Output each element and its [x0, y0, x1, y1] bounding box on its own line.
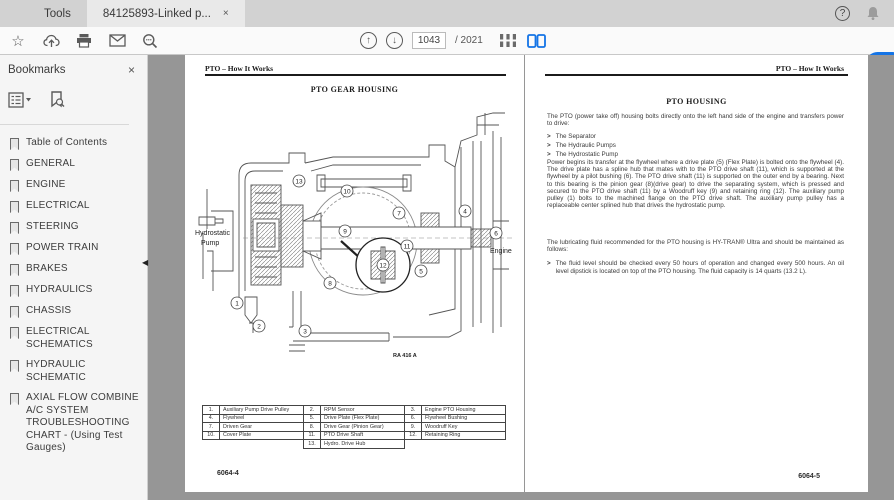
page-number: 6064-5 — [798, 473, 820, 480]
svg-text:6: 6 — [494, 231, 498, 238]
bookmarks-title: Bookmarks — [8, 64, 66, 76]
bookmark-icon — [10, 393, 19, 405]
bookmark-icon — [10, 306, 19, 318]
label-engine: Engine — [490, 248, 512, 255]
tab-bar: Tools 84125893-Linked p... × ? — [0, 0, 894, 27]
bookmark-icon — [10, 138, 19, 150]
running-header: PTO – How It Works — [205, 64, 273, 73]
paragraph: The lubricating fluid recommended for th… — [547, 239, 844, 253]
tab-close-icon[interactable]: × — [223, 8, 229, 19]
svg-text:13: 13 — [295, 179, 303, 186]
paragraph: Power begins its transfer at the flywhee… — [547, 159, 844, 209]
scroll-view-icon[interactable] — [498, 31, 518, 51]
bookmarks-panel: Bookmarks × Table of Contents GENERAL — [0, 55, 148, 500]
page-number: 6064-4 — [217, 470, 239, 477]
table-row: 4. Flywheel 5. Drive Plate (Flex Plate) … — [203, 414, 506, 423]
tab-tools-label: Tools — [44, 8, 71, 20]
share-icon[interactable] — [41, 31, 61, 51]
bookmark-item[interactable]: AXIAL FLOW COMBINE A/C SYSTEM TROUBLESHO… — [8, 388, 143, 459]
page-down-icon[interactable]: ↓ — [386, 32, 403, 49]
tab-document-label: 84125893-Linked p... — [103, 8, 211, 20]
bookmark-icon — [10, 264, 19, 276]
bullet-list: > The Separator > The Hydraulic Pumps > … — [547, 132, 844, 158]
search-icon[interactable] — [140, 31, 160, 51]
two-page-view-icon[interactable] — [527, 31, 547, 51]
bookmark-item[interactable]: ENGINE — [8, 175, 143, 196]
header-rule — [545, 74, 848, 76]
svg-text:7: 7 — [397, 211, 401, 218]
bookmark-icon — [10, 222, 19, 234]
page-total-label: / 2021 — [455, 35, 483, 46]
star-icon[interactable]: ☆ — [8, 31, 28, 51]
svg-text:5: 5 — [419, 269, 423, 276]
svg-text:9: 9 — [343, 229, 347, 236]
print-icon[interactable] — [74, 31, 94, 51]
page-up-icon[interactable]: ↑ — [360, 32, 377, 49]
bookmark-item[interactable]: BRAKES — [8, 259, 143, 280]
bookmark-icon — [10, 327, 19, 339]
header-rule — [205, 74, 506, 76]
page-left: PTO – How It Works PTO GEAR HOUSING — [185, 55, 524, 492]
bookmark-icon — [10, 159, 19, 171]
bullet-item: > The Hydraulic Pumps — [547, 142, 844, 149]
svg-text:8: 8 — [328, 281, 332, 288]
bookmarks-list: Table of Contents GENERAL ENGINE ELECTRI… — [0, 125, 147, 459]
document-canvas[interactable]: PTO – How It Works PTO GEAR HOUSING — [149, 55, 894, 500]
bookmark-item[interactable]: STEERING — [8, 217, 143, 238]
email-icon[interactable] — [107, 31, 127, 51]
page-right: PTO – How It Works PTO HOUSING The PTO (… — [525, 55, 868, 492]
bookmark-item[interactable]: POWER TRAIN — [8, 238, 143, 259]
bullet-item: > The Separator — [547, 133, 844, 140]
table-row: 13. Hydro. Drive Hub — [203, 440, 506, 449]
bookmark-icon — [10, 360, 19, 372]
bookmark-options-icon[interactable] — [8, 92, 32, 113]
svg-text:12: 12 — [379, 263, 387, 270]
svg-text:10: 10 — [343, 189, 351, 196]
bookmark-item[interactable]: GENERAL — [8, 154, 143, 175]
bookmark-item[interactable]: CHASSIS — [8, 301, 143, 322]
tab-tools[interactable]: Tools — [28, 0, 87, 27]
table-row: 10. Cover Plate 11. PTO Drive Shaft 12. … — [203, 431, 506, 440]
svg-text:1: 1 — [235, 301, 239, 308]
svg-text:3: 3 — [303, 329, 307, 336]
bookmark-icon — [10, 285, 19, 297]
page-number-input[interactable] — [412, 32, 446, 49]
bookmark-item[interactable]: ELECTRICAL SCHEMATICS — [8, 322, 143, 355]
section-title: PTO GEAR HOUSING — [185, 85, 524, 94]
running-header: PTO – How It Works — [776, 64, 844, 73]
bookmark-icon — [10, 243, 19, 255]
bookmark-item[interactable]: Table of Contents — [8, 133, 143, 154]
svg-text:11: 11 — [404, 244, 411, 251]
table-row: 1. Auxiliary Pump Drive Pulley 2. RPM Se… — [203, 406, 506, 415]
tab-document[interactable]: 84125893-Linked p... × — [87, 0, 245, 27]
main-toolbar: ☆ ↑ ↓ / 2021 — [0, 27, 894, 55]
label-hydrostatic-pump: Hydrostatic — [195, 230, 231, 237]
table-row: 7. Driven Gear 8. Drive Gear (Pinion Gea… — [203, 423, 506, 432]
bookmarks-close-icon[interactable]: × — [128, 63, 135, 77]
bookmark-item[interactable]: HYDRAULICS — [8, 280, 143, 301]
svg-text:Pump: Pump — [201, 240, 219, 247]
find-current-bookmark-icon[interactable] — [48, 91, 66, 114]
bullet-item: > The Hydrostatic Pump — [547, 151, 844, 158]
bullet-item: > The fluid level should be checked ever… — [547, 259, 844, 275]
bell-icon[interactable] — [866, 6, 880, 21]
paragraph: The PTO (power take off) housing bolts d… — [547, 113, 844, 127]
svg-text:4: 4 — [463, 209, 467, 216]
bookmark-item[interactable]: HYDRAULIC SCHEMATIC — [8, 355, 143, 388]
panel-collapse-icon[interactable]: ◀ — [142, 258, 148, 267]
help-icon[interactable]: ? — [835, 6, 850, 21]
pto-gear-housing-diagram: 1 2 3 4 5 6 7 8 9 10 11 12 13 Hydrostati… — [193, 101, 517, 369]
bookmark-icon — [10, 201, 19, 213]
parts-table: 1. Auxiliary Pump Drive Pulley 2. RPM Se… — [202, 405, 506, 449]
figure-caption: RA 416 A — [393, 353, 417, 359]
bookmark-item[interactable]: ELECTRICAL — [8, 196, 143, 217]
section-title: PTO HOUSING — [525, 97, 868, 106]
bookmark-icon — [10, 180, 19, 192]
svg-text:2: 2 — [257, 324, 261, 331]
